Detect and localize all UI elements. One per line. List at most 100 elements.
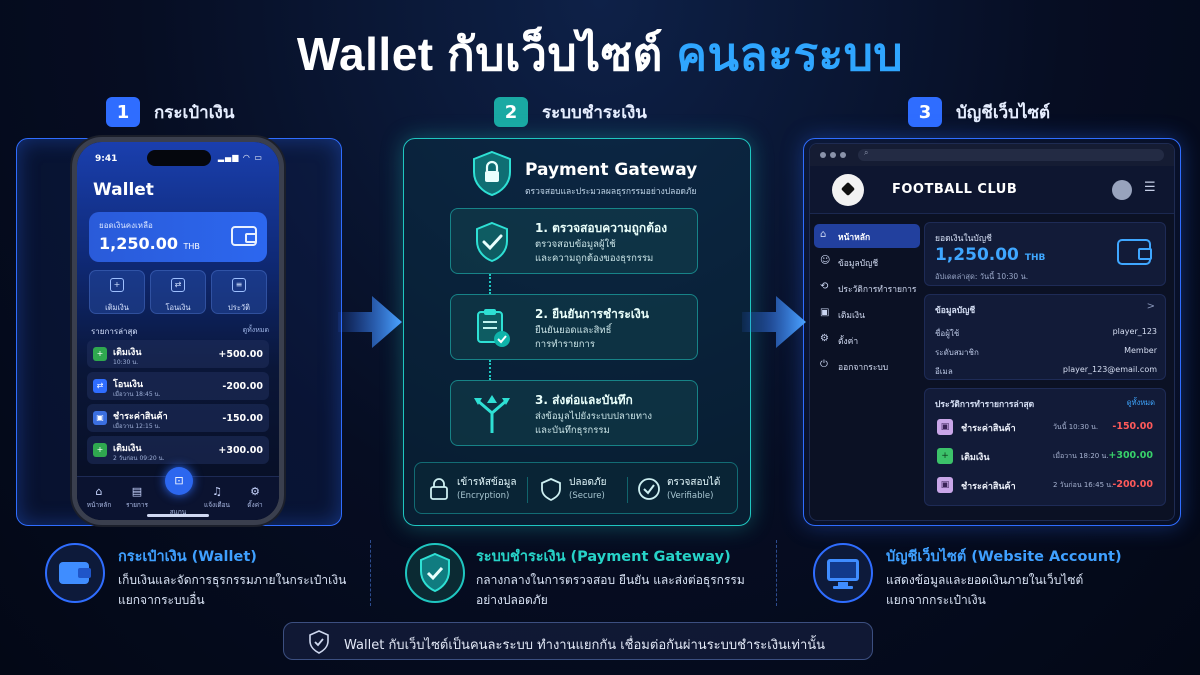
shield-lock-icon	[473, 150, 511, 196]
nav-home[interactable]: ⌂ หน้าหลัก	[79, 485, 119, 510]
transfer-icon: ⇄	[171, 278, 185, 292]
gateway-title: Payment Gateway	[525, 160, 698, 180]
shield-check-icon	[309, 630, 329, 654]
website-balance-card: ยอดเงินในบัญชี 1,250.00 THB อัปเดตล่าสุด…	[924, 222, 1166, 286]
bell-icon: ♫	[212, 485, 222, 498]
step-label-2: ระบบชำระเงิน	[542, 102, 647, 123]
step-header-3: 3 บัญชีเว็บไซต์	[908, 96, 1050, 128]
shield-icon	[541, 478, 561, 501]
step-header-1: 1 กระเป๋าเงิน	[106, 96, 234, 128]
gateway-subtitle: ตรวจสอบและประมวลผลธุรกรรมอย่างปลอดภัย	[525, 187, 697, 197]
wallet-icon	[1117, 239, 1152, 265]
site-header: FOOTBALL CLUB ☰	[810, 166, 1174, 214]
step-number-1: 1	[106, 97, 140, 127]
transfer-icon: ⇄	[93, 379, 107, 393]
wallet-icon	[231, 226, 257, 246]
tx-title: รายการล่าสุด	[91, 327, 138, 336]
topup-icon: +	[93, 443, 107, 457]
nav-settings[interactable]: ⚙ ตั้งค่า	[235, 485, 275, 510]
quick-history-button[interactable]: ≡ ประวัติ	[211, 270, 267, 314]
wallet-icon: ▣	[820, 307, 830, 318]
sidebar-item-home[interactable]: ⌂ หน้าหลัก	[814, 224, 920, 248]
table-row[interactable]: ▣ ชำระค่าสินค้า วันนี้ 10:30 น. -150.00	[933, 415, 1159, 439]
chevron-right-icon[interactable]: >	[1146, 301, 1155, 312]
desc-title-wallet: กระเป๋าเงิน (Wallet)	[118, 549, 257, 565]
nav-notifications[interactable]: ♫ แจ้งเตือน	[197, 485, 237, 510]
sidebar-item-topup[interactable]: ▣ เติมเงิน	[820, 307, 865, 321]
quick-topup-button[interactable]: + เติมเงิน	[89, 270, 145, 314]
sidebar-item-account[interactable]: ☺ ข้อมูลบัญชี	[820, 255, 879, 269]
wallet-title: Wallet	[93, 180, 154, 200]
gateway-panel	[403, 138, 751, 526]
monitor-icon	[813, 543, 873, 603]
gateway-step-2: 2. ยืนยันการชำระเงิน ยืนยันยอดและสิทธิ์ก…	[450, 294, 698, 360]
gateway-features: เข้ารหัสข้อมูล (Encryption) ปลอดภัย (Sec…	[414, 462, 738, 514]
split-arrow-icon	[474, 395, 510, 433]
gateway-step-1: 1. ตรวจสอบความถูกต้อง ตรวจสอบข้อมูลผู้ใช…	[450, 208, 698, 274]
flow-arrow-icon	[742, 296, 806, 348]
sidebar-item-settings[interactable]: ⚙ ตั้งค่า	[820, 333, 859, 347]
topup-icon: +	[93, 347, 107, 361]
balance-label: ยอดเงินคงเหลือ	[99, 221, 153, 230]
user-avatar-icon[interactable]	[1112, 180, 1132, 200]
list-item[interactable]: ▣ ชำระค่าสินค้า เมื่อวาน 12:15 น. -150.0…	[87, 404, 269, 432]
sidebar-item-history[interactable]: ⟲ ประวัติการทำรายการ	[820, 281, 917, 295]
list-item[interactable]: + เติมเงิน 2 วันก่อน 09:20 น. +300.00	[87, 436, 269, 464]
check-circle-icon	[638, 478, 660, 500]
url-bar[interactable]: ⌕	[858, 148, 1164, 161]
nav-scan[interactable]: สแกน	[169, 508, 187, 516]
history-see-all-link[interactable]: ดูทั้งหมด	[1126, 398, 1155, 407]
shopping-bag-icon: ▣	[93, 411, 107, 425]
desc-text-gateway: กลางกลางในการตรวจสอบ ยืนยัน และส่งต่อธุร…	[476, 573, 745, 607]
desc-text-website: แสดงข้อมูลและยอดเงินภายในเว็บไซต์แยกจากก…	[886, 573, 1084, 607]
list-item[interactable]: ⇄ โอนเงิน เมื่อวาน 18:45 น. -200.00	[87, 372, 269, 400]
flow-arrow-icon	[338, 296, 402, 348]
logout-icon: ⏻	[820, 359, 828, 370]
step-label-1: กระเป๋าเงิน	[154, 102, 235, 123]
wallet-add-icon: +	[110, 278, 124, 292]
signal-wifi-battery-icon: ▂▄▆ ◠ ▭	[217, 153, 263, 162]
step-number-3: 3	[908, 97, 942, 127]
shield-check-icon	[405, 543, 465, 603]
desc-title-website: บัญชีเว็บไซต์ (Website Account)	[886, 549, 1122, 565]
sidebar-item-logout[interactable]: ⏻ ออกจากระบบ	[820, 359, 889, 373]
table-row[interactable]: ▣ ชำระค่าสินค้า 2 วันก่อน 16:45 น. -200.…	[933, 473, 1159, 497]
gateway-step-3: 3. ส่งต่อและบันทึก ส่งข้อมูลไปยังระบบปลา…	[450, 380, 698, 446]
scan-icon[interactable]: ⊡	[165, 467, 193, 495]
tx-see-all-link[interactable]: ดูทั้งหมด	[242, 326, 269, 334]
nav-list[interactable]: ▤ รายการ	[117, 485, 157, 510]
desc-text-wallet: เก็บเงินและจัดการธุรกรรมภายในกระเป๋าเงิน…	[118, 573, 347, 607]
shopping-bag-icon: ▣	[937, 477, 953, 493]
wallet-icon	[45, 543, 105, 603]
wallet-add-icon: +	[937, 448, 953, 464]
balance-amount: 1,250.00 THB	[99, 234, 200, 253]
history-icon: ≡	[232, 278, 246, 292]
step-label-3: บัญชีเว็บไซต์	[956, 102, 1051, 123]
search-icon: ⌕	[864, 148, 869, 157]
balance-card[interactable]: ยอดเงินคงเหลือ 1,250.00 THB	[89, 212, 267, 262]
footer-note: Wallet กับเว็บไซต์เป็นคนละระบบ ทำงานแยกก…	[283, 622, 873, 660]
page-title: Wallet กับเว็บไซต์ คนละระบบ	[0, 18, 1200, 91]
footer-text: Wallet กับเว็บไซต์เป็นคนละระบบ ทำงานแยกก…	[344, 638, 826, 653]
gear-icon: ⚙	[250, 485, 260, 498]
step-number-2: 2	[494, 97, 528, 127]
history-icon: ⟲	[820, 281, 829, 292]
connector-dots	[489, 360, 491, 380]
browser-bar: ⌕	[810, 144, 1174, 166]
quick-transfer-button[interactable]: ⇄ โอนเงิน	[150, 270, 206, 314]
title-accent: คนละระบบ	[676, 28, 904, 80]
step-header-2: 2 ระบบชำระเงิน	[494, 96, 647, 128]
table-row[interactable]: + เติมเงิน เมื่อวาน 18:20 น. +300.00	[933, 444, 1159, 468]
website-browser: ⌕ FOOTBALL CLUB ☰ ⌂ หน้าหลัก ☺ ข้อมูลบัญ…	[809, 143, 1175, 521]
home-indicator	[147, 514, 209, 517]
list-icon: ▤	[131, 485, 143, 498]
site-title: FOOTBALL CLUB	[892, 182, 1018, 197]
home-icon: ⌂	[95, 485, 103, 498]
bottom-nav: ⌂ หน้าหลัก ▤ รายการ ⊡ สแกน ♫ แจ้งเตือน ⚙…	[77, 467, 279, 520]
list-item[interactable]: + เติมเงิน 10:30 น. +500.00	[87, 340, 269, 368]
hamburger-menu-icon[interactable]: ☰	[1144, 180, 1156, 195]
clipboard-check-icon	[477, 309, 510, 347]
shopping-bag-icon: ▣	[937, 419, 953, 435]
